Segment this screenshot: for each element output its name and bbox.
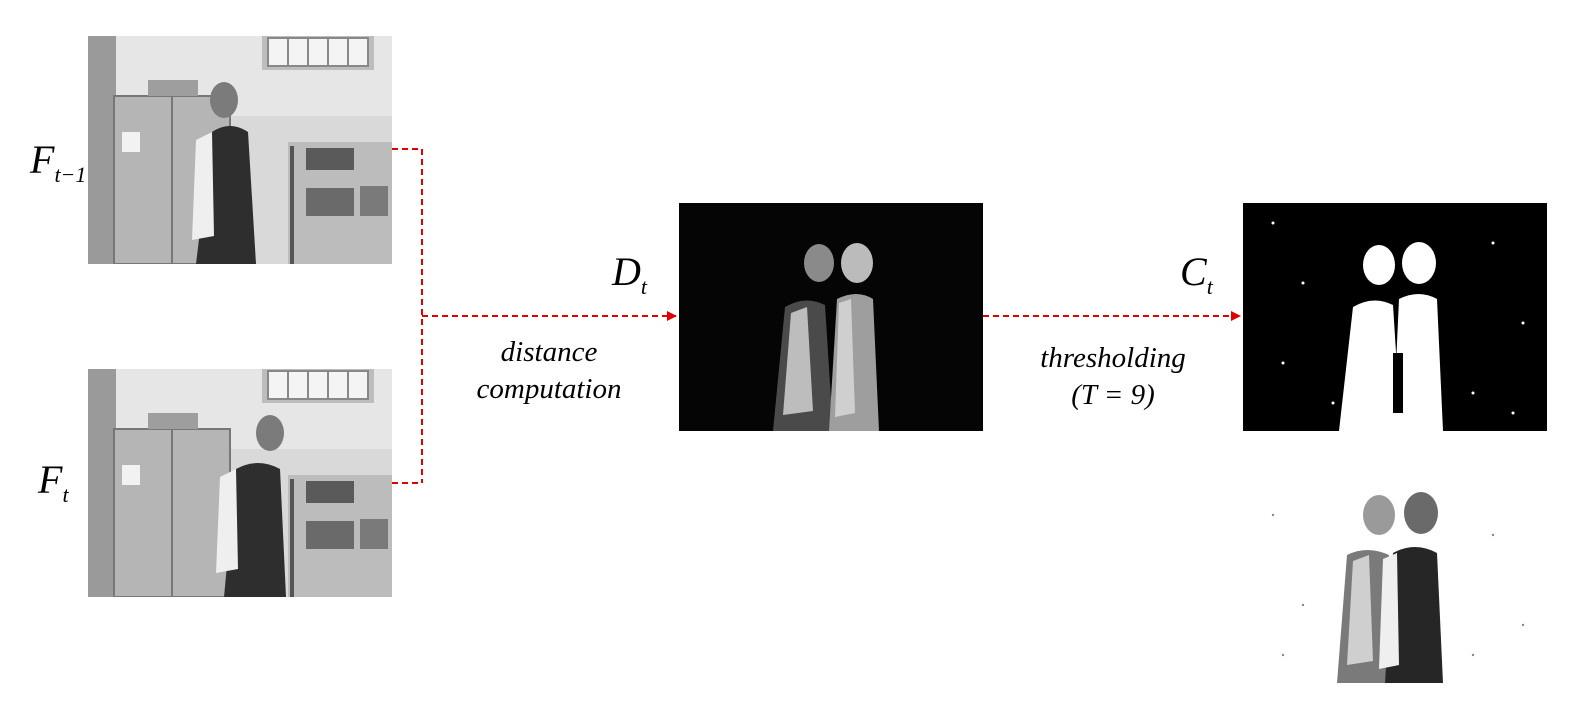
- frame-prev-image: [88, 36, 392, 264]
- distance-label: Dt: [612, 252, 647, 298]
- bracket-connector: [392, 148, 423, 484]
- distance-label-main: D: [612, 249, 641, 294]
- frame-curr-label: Ft: [38, 460, 69, 506]
- difference-image: [679, 203, 983, 431]
- frame-curr-label-main: F: [38, 457, 63, 502]
- change-label-sub: t: [1206, 274, 1213, 299]
- threshold-step-caption: thresholding (T = 9): [1000, 340, 1226, 414]
- change-label: Ct: [1180, 252, 1213, 298]
- threshold-step-line1: thresholding: [1040, 342, 1186, 374]
- frame-prev-label-main: F: [30, 137, 55, 182]
- frame-curr-image: [88, 369, 392, 597]
- threshold-step-line2: (T = 9): [1071, 379, 1155, 411]
- frame-prev-label: Ft−1: [30, 140, 86, 186]
- frame-curr-label-sub: t: [62, 482, 69, 507]
- distance-step-caption: distance computation: [438, 334, 660, 408]
- change-label-main: C: [1180, 249, 1207, 294]
- distance-step-line2: computation: [476, 373, 622, 405]
- distance-label-sub: t: [640, 274, 648, 299]
- frame-prev-label-sub: t−1: [54, 162, 87, 187]
- distance-step-line1: distance: [500, 336, 598, 368]
- change-mask-image: [1243, 203, 1547, 431]
- masked-frame-image: [1243, 455, 1547, 683]
